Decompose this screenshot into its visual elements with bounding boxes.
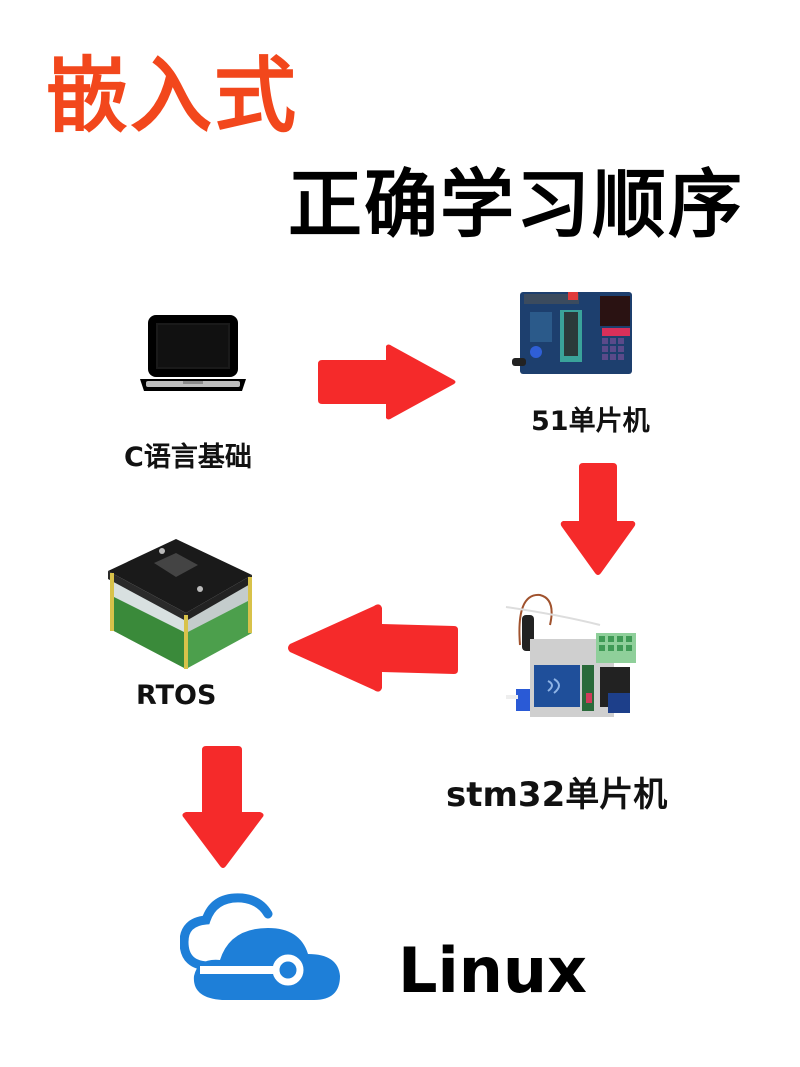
laptop-icon	[138, 313, 248, 393]
51-dev-board-image	[512, 288, 637, 378]
step-label-linux: Linux	[398, 934, 588, 1007]
title-sub: 正确学习顺序	[288, 162, 744, 248]
stm32-dev-board-image	[500, 585, 645, 725]
rtos-module-image	[102, 533, 258, 671]
step-label-stm32-mcu: stm32单片机	[446, 775, 668, 815]
arrow-right-icon	[318, 344, 458, 420]
arrow-left-icon	[286, 602, 458, 694]
step-label-51-mcu: 51单片机	[531, 406, 650, 437]
arrow-down-icon	[559, 463, 637, 577]
arrow-down-icon	[180, 746, 266, 870]
title-main: 嵌入式	[46, 49, 299, 144]
cloud-icon	[180, 888, 356, 1008]
step-label-rtos: RTOS	[136, 680, 217, 711]
step-label-c-language: C语言基础	[124, 442, 252, 473]
